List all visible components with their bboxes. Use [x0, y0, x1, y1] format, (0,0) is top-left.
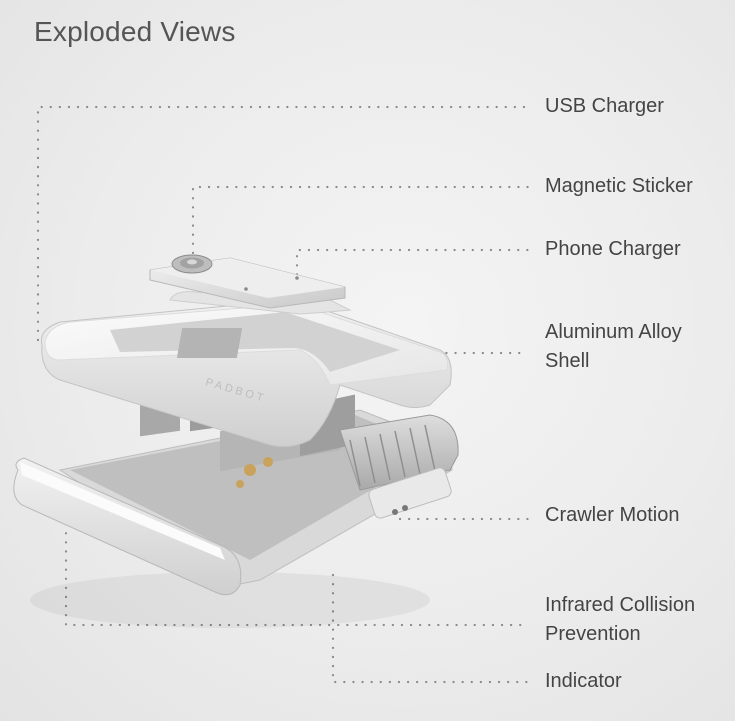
label-indicator: Indicator: [545, 670, 622, 692]
label-crawler-motion: Crawler Motion: [545, 504, 680, 526]
label-infrared-collision: Infrared Collision Prevention: [545, 594, 696, 645]
label-aluminum-shell: Aluminum Alloy Shell: [545, 321, 682, 372]
leader-infrared: [64, 513, 530, 627]
leader-indicator: [331, 573, 530, 684]
label-usb-charger: USB Charger: [545, 95, 664, 117]
magnetic-sticker-plate: [149, 254, 346, 309]
page-title: Exploded Views: [34, 16, 236, 47]
label-magnetic-sticker: Magnetic Sticker: [545, 175, 693, 197]
label-phone-charger: Phone Charger: [545, 238, 681, 260]
